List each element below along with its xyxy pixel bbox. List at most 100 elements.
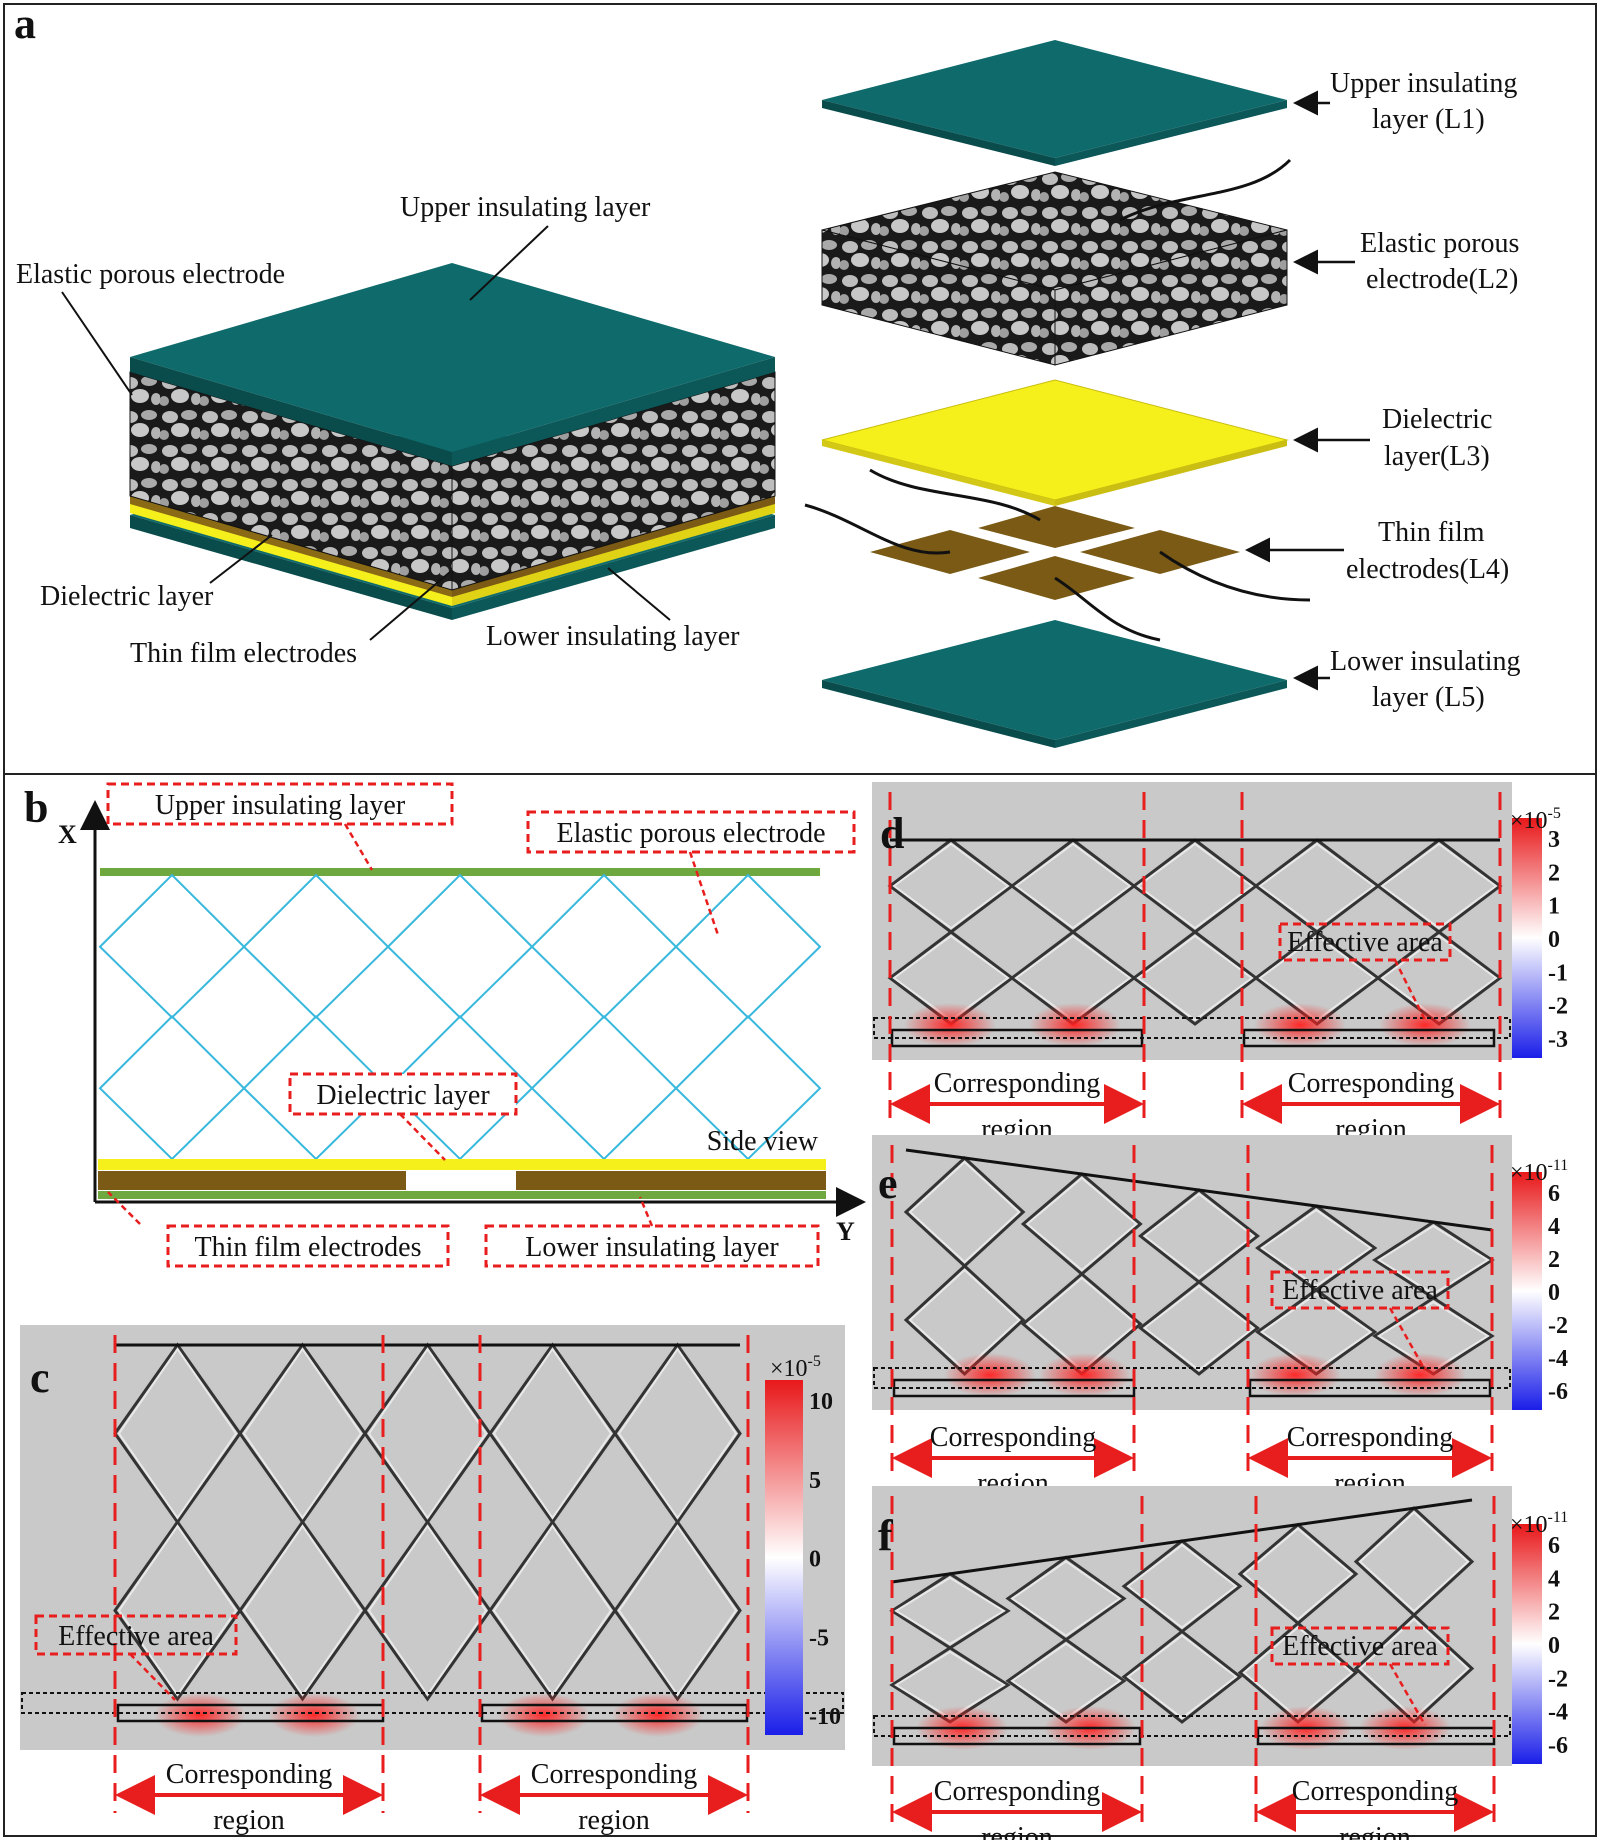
colorbar <box>1512 818 1542 1058</box>
region-label-line1: Corresponding <box>934 1776 1100 1807</box>
side-view-label: Side view <box>707 1126 819 1157</box>
label-l5-line1: Lower insulating <box>1330 646 1521 677</box>
region-label-line1: Corresponding <box>1292 1776 1458 1807</box>
porous-mesh-b <box>98 873 822 1161</box>
colorbar-tick: 0 <box>1548 927 1560 953</box>
lattice-strut <box>367 1524 488 1697</box>
exploded-l5 <box>822 620 1287 748</box>
exploded-l1 <box>822 40 1287 166</box>
mesh-cell <box>242 873 390 1019</box>
colorbar-tick: -5 <box>809 1625 829 1651</box>
effective-area-callout <box>1270 1626 1450 1666</box>
panel-a-label: a <box>14 0 36 48</box>
field-hotspot <box>154 1693 246 1737</box>
lattice-strut <box>1136 842 1254 930</box>
lattice-strut <box>1126 1634 1238 1720</box>
colorbar-tick: -4 <box>1548 1700 1568 1726</box>
colorbar-tick: 4 <box>1548 1214 1560 1240</box>
assembled-sensor-3d <box>129 263 776 620</box>
lower-layer-bar <box>98 1191 826 1199</box>
field-hotspot <box>268 1693 360 1737</box>
colorbar-exponent: ×10-11 <box>1510 1157 1568 1186</box>
lattice-strut <box>117 1524 238 1697</box>
lattice-strut <box>894 1576 1006 1646</box>
panel-b-label: b <box>24 783 48 832</box>
label-upper-insulating: Upper insulating layer <box>400 192 651 223</box>
lattice-strut <box>908 1160 1021 1264</box>
top-boundary <box>905 1148 1493 1232</box>
lattice-strut <box>617 1347 738 1520</box>
colorbar-tick: -1 <box>1548 960 1568 986</box>
effective-area-callout <box>1270 1270 1450 1310</box>
callout-porous <box>526 810 856 854</box>
colorbar-tick: 6 <box>1548 1181 1560 1207</box>
lattice-strut <box>1131 930 1259 1026</box>
lattice-strut <box>1126 1543 1238 1629</box>
colorbar-tick: 6 <box>1548 1533 1560 1559</box>
label-l5-line2: layer (L5) <box>1372 682 1485 713</box>
colorbar-tick: 5 <box>809 1468 821 1494</box>
colorbar-tick: 2 <box>1548 860 1560 886</box>
mesh-cell <box>530 1015 678 1161</box>
field-hotspot <box>1039 1353 1131 1397</box>
mesh-cell <box>98 1015 246 1161</box>
label-l2-line1: Elastic porous <box>1360 228 1519 259</box>
colorbar-exponent: ×10-11 <box>1510 1509 1568 1538</box>
colorbar-tick: -10 <box>809 1704 841 1730</box>
panel-label: f <box>878 1511 894 1560</box>
colorbar-tick: -2 <box>1548 1313 1568 1339</box>
colorbar-tick: -3 <box>1548 1027 1568 1053</box>
lattice-strut <box>1259 1208 1373 1288</box>
colorbar-tick: 3 <box>1548 827 1560 853</box>
callout-lower <box>484 1224 820 1268</box>
top-boundary <box>891 1498 1473 1584</box>
colorbar-tick: 0 <box>1548 1280 1560 1306</box>
colorbar-exponent: ×10-5 <box>770 1353 821 1382</box>
thin-film-electrode-right <box>516 1171 826 1190</box>
label-dielectric: Dielectric layer <box>40 581 214 612</box>
callout-dielectric-text: Dielectric layer <box>316 1080 490 1111</box>
field-hotspot <box>612 1693 704 1737</box>
colorbar-tick: 0 <box>1548 1633 1560 1659</box>
simulation-background <box>20 1325 845 1750</box>
label-thin-film: Thin film electrodes <box>130 638 357 669</box>
label-l3-line2: layer(L3) <box>1384 441 1490 472</box>
lattice-strut <box>1025 1176 1138 1272</box>
region-label-line2: region <box>578 1805 650 1836</box>
colorbar-tick: 1 <box>1548 894 1560 920</box>
mesh-cell <box>674 873 822 1019</box>
field-hotspot <box>1254 1003 1346 1047</box>
lattice-strut <box>1137 1280 1261 1376</box>
field-hotspot <box>1379 1003 1471 1047</box>
colorbar-tick: -6 <box>1548 1733 1568 1759</box>
region-label-line2: region <box>213 1805 285 1836</box>
lattice-strut <box>492 1347 613 1520</box>
lattice-strut <box>1376 1224 1490 1296</box>
callout-thin-film-leader <box>107 1191 141 1225</box>
leader-lower <box>607 567 671 621</box>
exploded-l4 <box>804 468 1311 642</box>
lattice-strut <box>363 1519 492 1702</box>
lattice-strut <box>617 1524 738 1697</box>
panel-c: CorrespondingregionCorrespondingregionEf… <box>20 1325 845 1836</box>
callout-lower-text: Lower insulating layer <box>525 1232 779 1263</box>
colorbar <box>765 1380 803 1735</box>
lattice-strut <box>1014 842 1132 930</box>
lattice-strut <box>1136 934 1254 1022</box>
region-label-line1: Corresponding <box>531 1759 697 1790</box>
lattice-strut <box>117 1347 238 1520</box>
colorbar-exponent: ×10-5 <box>1510 805 1561 834</box>
panels-bcdef-frame <box>3 773 1597 1837</box>
field-hotspot <box>904 1003 996 1047</box>
effective-band <box>873 1367 1511 1389</box>
callout-thin-film <box>166 1224 450 1268</box>
region-label-line2: region <box>1339 1822 1411 1840</box>
lattice-strut <box>1010 1560 1122 1637</box>
effective-area-text: Effective area <box>1282 1631 1438 1662</box>
label-l1-line1: Upper insulating <box>1330 68 1517 99</box>
lattice-strut <box>1121 1629 1243 1724</box>
effective-area-callout <box>34 1614 238 1656</box>
effective-area-callout <box>1278 922 1452 962</box>
lattice-strut <box>242 1347 363 1520</box>
